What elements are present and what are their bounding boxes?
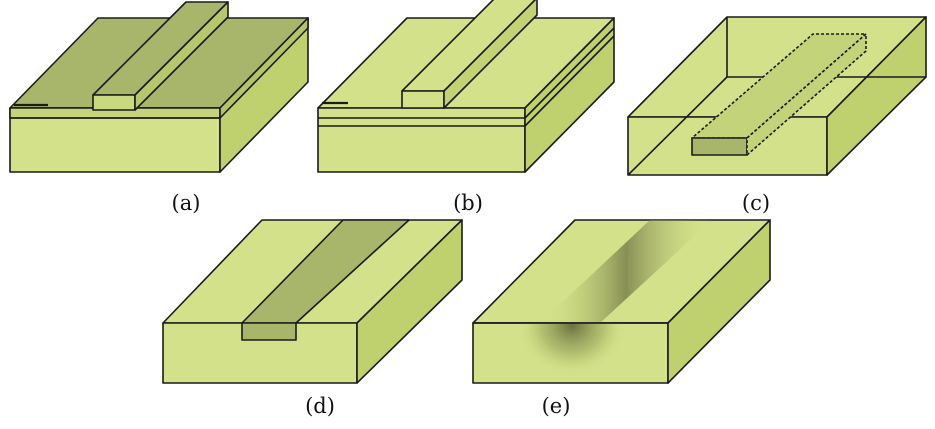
panel-d-right-face — [356, 219, 463, 384]
panel-c-core-front — [691, 137, 748, 156]
panel-b-side-line-1 — [524, 27, 615, 119]
panel-e — [472, 219, 771, 384]
caption-d: (d) — [305, 394, 335, 418]
panel-d — [162, 219, 463, 384]
panel-e-right-face — [667, 219, 771, 384]
panel-b — [317, 0, 615, 173]
caption-c: (c) — [742, 191, 770, 215]
panel-d-strip-front — [241, 322, 297, 341]
caption-b: (b) — [453, 191, 483, 215]
panel-b-side-line-2 — [524, 35, 615, 127]
panel-b-ridge-side — [443, 0, 538, 109]
panel-a-ridge-front — [92, 94, 136, 111]
panel-e-diffused-streak — [540, 220, 712, 323]
panel-a-ridge-side — [134, 1, 229, 111]
caption-a: (a) — [172, 191, 201, 215]
panel-b-ridge-front — [401, 90, 445, 109]
panel-e-diffused-profile — [516, 323, 628, 377]
panel-c — [627, 16, 927, 176]
caption-e: (e) — [542, 394, 571, 418]
panel-b-right-face — [524, 17, 615, 173]
panel-a-film-side — [219, 17, 309, 119]
panel-a — [9, 1, 309, 173]
panel-c-core-side — [746, 33, 867, 156]
panel-c-hidden-edge-v — [627, 76, 728, 176]
